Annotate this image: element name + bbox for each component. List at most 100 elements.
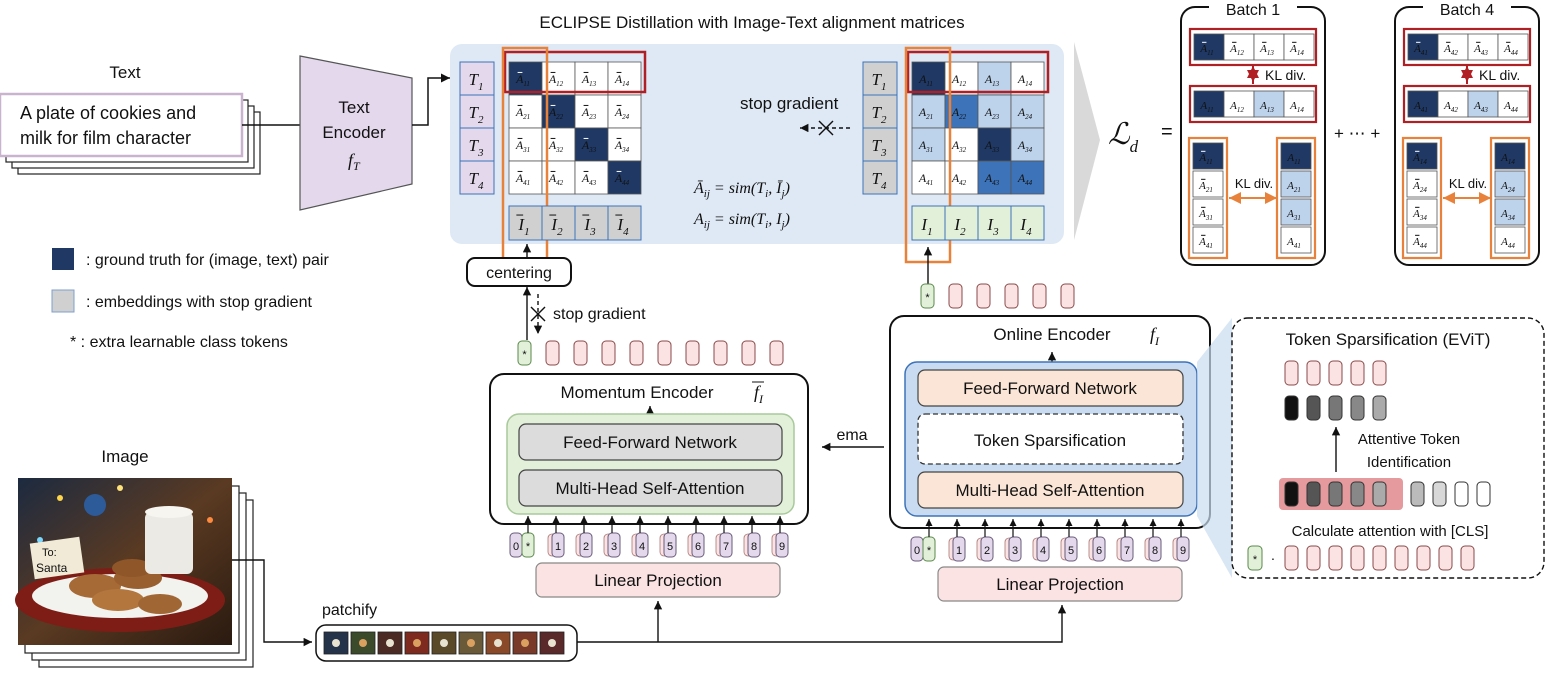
- input-token-label: 7: [1124, 545, 1130, 557]
- alignment-matrix-value: A43: [984, 171, 1000, 187]
- evit-kept-token: [1284, 360, 1299, 386]
- batch-row-value: A41: [1413, 100, 1428, 114]
- image-embedding-cell: [574, 205, 609, 241]
- text-embedding-cell: [459, 160, 495, 195]
- alignment-matrix-cell: [508, 127, 543, 162]
- evit-dropped-token: [1432, 481, 1447, 507]
- text-embedding-label: T2: [469, 103, 484, 126]
- evit-kept-token: [1306, 360, 1321, 386]
- alignment-matrix-value: A42: [951, 171, 967, 187]
- image-embedding-label: I4: [616, 215, 629, 238]
- evit-attended-token: [1306, 395, 1321, 421]
- legend-class-tokens: * : extra learnable class tokens: [70, 334, 288, 351]
- input-token: [1176, 536, 1190, 562]
- batch-col-value: A11: [1286, 152, 1300, 166]
- evit-patch-token: [1394, 545, 1409, 571]
- output-token: [769, 340, 784, 366]
- evit-zoom-wedge: [1197, 318, 1232, 578]
- alignment-matrix-cell: [977, 160, 1012, 195]
- batch-col-cell: [1406, 226, 1438, 254]
- batch-col-highlight: [1187, 136, 1229, 260]
- alignment-matrix-cell: [911, 160, 946, 195]
- alignment-matrix-cell: [977, 127, 1012, 162]
- batch-col-value: A31: [1286, 208, 1301, 222]
- output-token: [713, 340, 728, 366]
- output-token: [657, 340, 672, 366]
- input-token-label: *: [526, 541, 531, 553]
- output-token: [601, 340, 616, 366]
- evit-kept-token: [1372, 360, 1387, 386]
- image-embedding-label: I1: [920, 215, 932, 238]
- image-embedding-cell: [911, 205, 946, 241]
- batch-col-cell: [1192, 142, 1224, 170]
- loss-plus-dots: + ⋯ +: [1334, 124, 1380, 143]
- alignment-matrix-value: A44: [1017, 171, 1033, 187]
- input-token-label: 8: [1152, 545, 1158, 557]
- text-encoder-symbol: fT: [348, 150, 361, 173]
- input-token: [635, 532, 649, 558]
- alignment-matrix-cell: [508, 61, 543, 96]
- alignment-matrix-value: A22: [951, 105, 967, 121]
- alignment-matrix-value: A12: [951, 72, 967, 88]
- batch-row-cell: [1283, 33, 1315, 61]
- input-token-label: 7: [723, 541, 729, 553]
- alignment-matrix-value: A44: [614, 171, 630, 187]
- output-token: [1004, 283, 1019, 309]
- text-caption-line1: A plate of cookies and: [20, 103, 196, 123]
- output-token: [1060, 283, 1075, 309]
- evit-scored-token: [1284, 481, 1299, 507]
- online-linear-projection-label: Linear Projection: [996, 575, 1124, 594]
- evit-title: Token Sparsification (EViT): [1286, 330, 1491, 349]
- batch-col-cell: [1192, 226, 1224, 254]
- batch-col-cell: [1494, 170, 1526, 198]
- batch-row-cell: [1283, 90, 1315, 118]
- online-linear-projection: [937, 566, 1183, 602]
- batch-row-value: A14: [1289, 43, 1304, 57]
- alignment-matrix-value: A31: [918, 138, 933, 154]
- alignment-matrix-value: A21: [515, 105, 530, 121]
- image-embedding-cell: [607, 205, 642, 241]
- momentum-output-tokens: *: [517, 340, 784, 366]
- input-token: [775, 532, 789, 558]
- online-mhsa-label: Multi-Head Self-Attention: [956, 481, 1145, 500]
- batch-row-value: A11: [1199, 100, 1213, 114]
- input-token-label: 3: [1012, 545, 1018, 557]
- batch-col-cell: [1406, 142, 1438, 170]
- online-ffn-box: [917, 369, 1184, 407]
- evit-tokens: *·: [1247, 360, 1491, 571]
- input-token-label: 3: [611, 541, 617, 553]
- evit-patch-token: [1416, 545, 1431, 571]
- batch-col-cell: [1280, 226, 1312, 254]
- text-embedding-cell: [862, 61, 898, 96]
- text-embedding-label: T1: [872, 70, 887, 93]
- evit-scored-token: [1306, 481, 1321, 507]
- image-embedding-cell: [541, 205, 576, 241]
- batch-row-value: A13: [1259, 43, 1274, 57]
- batch-col-value: A34: [1412, 208, 1427, 222]
- evit-patch-token: [1460, 545, 1475, 571]
- input-token: [663, 532, 677, 558]
- batch-row-highlight: [1402, 84, 1532, 124]
- input-token-label: 0: [914, 545, 920, 557]
- evit-cls-token: [1247, 545, 1263, 571]
- batch-row-cell: [1253, 33, 1285, 61]
- centering-label: centering: [486, 265, 552, 282]
- batch-col-value: A24: [1500, 180, 1515, 194]
- alignment-matrix-cell: [508, 160, 543, 195]
- alignment-matrix-cell: [607, 160, 642, 195]
- text-encoder-block: [299, 55, 413, 211]
- batch-col-value: A24: [1412, 180, 1427, 194]
- evit-patch-token: [1372, 545, 1387, 571]
- image-embedding-cell: [1010, 205, 1045, 241]
- batch-col-value: A11: [1198, 152, 1212, 166]
- input-token: [607, 532, 621, 558]
- input-token: [691, 532, 705, 558]
- input-token: [719, 532, 733, 558]
- text-embedding-label: T1: [469, 70, 484, 93]
- momentum-ffn-label: Feed-Forward Network: [563, 433, 737, 452]
- evit-attentive-line1: Attentive Token: [1358, 431, 1460, 448]
- batch-row-value: A43: [1473, 100, 1488, 114]
- alignment-matrix-value: A14: [1017, 72, 1033, 88]
